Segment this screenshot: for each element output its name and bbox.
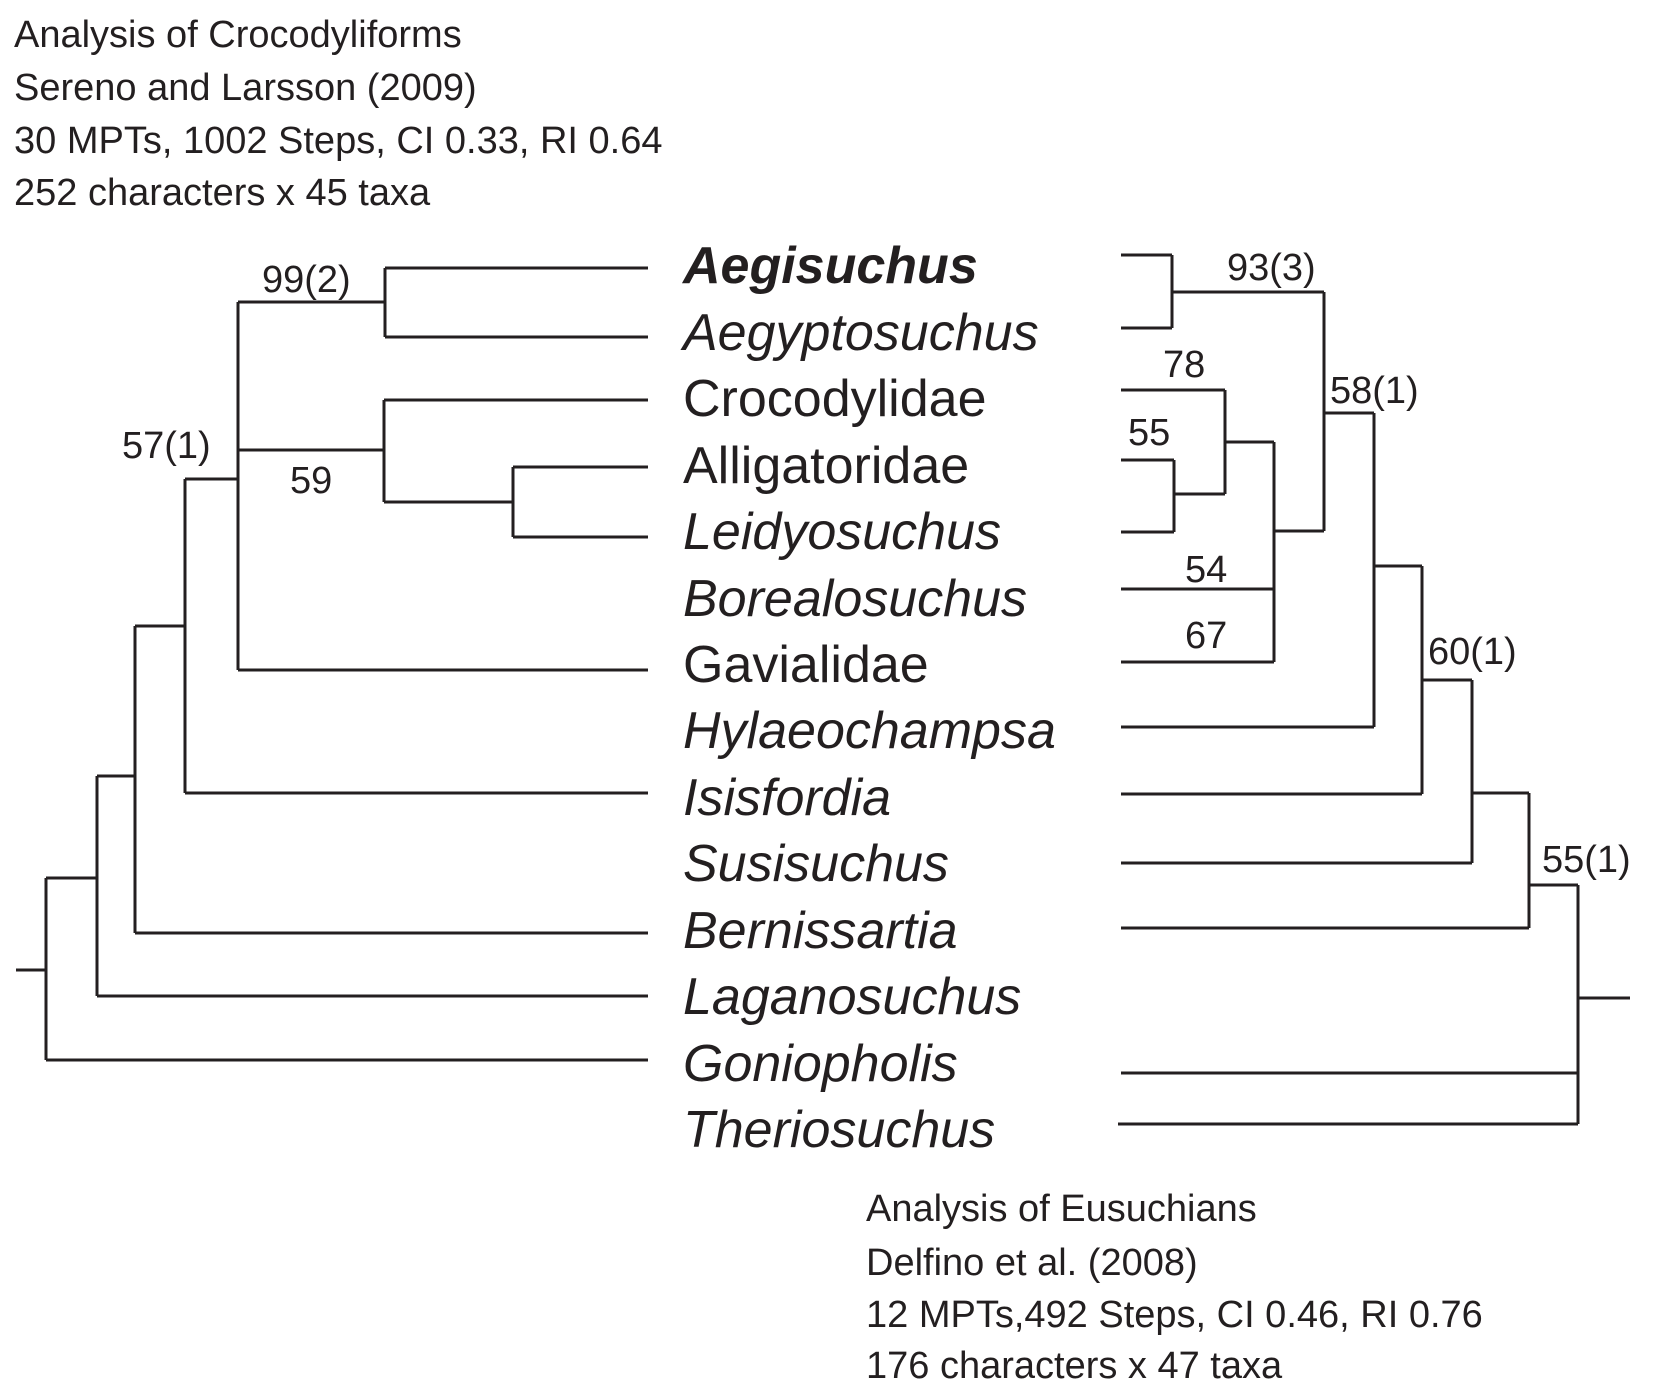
taxon-goniopholis: Goniopholis	[683, 1035, 958, 1093]
left-node-neosuchia-crown	[185, 302, 240, 670]
right-node-root	[1576, 885, 1630, 1124]
left-node-isisfordia	[135, 479, 187, 793]
right-analysis-stats: 12 MPTs,492 Steps, CI 0.46, RI 0.76	[866, 1294, 1483, 1336]
taxon-laganosuchus: Laganosuchus	[683, 968, 1021, 1026]
taxon-isisfordia: Isisfordia	[683, 769, 891, 827]
taxon-borealosuchus: Borealosuchus	[683, 570, 1027, 628]
right-node-susisuchus	[1470, 680, 1529, 863]
taxon-gavialidae: Gavialidae	[683, 636, 929, 694]
right-node-58	[1322, 292, 1374, 531]
right-node-alligatoridae-leidyosuchus	[1172, 460, 1225, 532]
right-support-aegisuchus-aegyptosuchus: 93(3)	[1227, 247, 1316, 289]
left-cladogram	[16, 266, 648, 1062]
right-analysis-matrix: 176 characters x 47 taxa	[866, 1345, 1283, 1387]
left-analysis-matrix: 252 characters x 45 taxa	[14, 172, 431, 214]
right-analysis-title: Analysis of Eusuchians	[866, 1188, 1257, 1230]
right-cladogram	[1118, 253, 1630, 1126]
right-node-aegisuchus-aegyptosuchus	[1170, 255, 1324, 328]
taxon-leidyosuchus: Leidyosuchus	[683, 503, 1001, 561]
right-node-hylaeochampsa	[1372, 413, 1422, 727]
right-node-crocodylidae-alligatoroidea	[1223, 390, 1274, 494]
left-analysis-title: Analysis of Crocodyliforms	[14, 14, 462, 56]
taxon-alligatoridae: Alligatoridae	[683, 437, 969, 495]
right-support-alligatoridae-leidyosuchus: 55	[1128, 412, 1170, 454]
left-node-alligatoridae-leidyosuchus	[384, 467, 515, 537]
right-analysis-source: Delfino et al. (2008)	[866, 1242, 1198, 1284]
taxon-theriosuchus: Theriosuchus	[683, 1101, 995, 1159]
taxon-hylaeochampsa: Hylaeochampsa	[683, 702, 1056, 760]
left-node-aegisuchus-aegyptosuchus	[238, 268, 387, 337]
right-support-node-55-1: 55(1)	[1542, 839, 1631, 881]
left-support-crocodylia-core: 59	[290, 460, 332, 502]
right-support-node-58: 58(1)	[1330, 370, 1419, 412]
left-node-crocodylia-core	[238, 400, 386, 502]
right-support-crocodylidae: 78	[1163, 344, 1205, 386]
taxon-aegyptosuchus: Aegyptosuchus	[680, 304, 1039, 362]
right-support-borealosuchus: 54	[1185, 549, 1227, 591]
right-support-gavialidae: 67	[1185, 615, 1227, 657]
taxon-susisuchus: Susisuchus	[683, 835, 949, 893]
right-support-node-60: 60(1)	[1428, 631, 1517, 673]
left-analysis-source: Sereno and Larsson (2009)	[14, 67, 477, 109]
left-support-aegisuchus-aegyptosuchus: 99(2)	[262, 259, 351, 301]
taxon-crocodylidae: Crocodylidae	[683, 370, 987, 428]
taxon-bernissartia: Bernissartia	[683, 902, 958, 960]
left-support-neosuchia-crown: 57(1)	[122, 425, 211, 467]
left-node-laganosuchus	[46, 776, 99, 996]
taxon-aegisuchus: Aegisuchus	[681, 237, 978, 295]
left-node-root	[16, 878, 48, 1060]
right-node-crocodylia	[1272, 442, 1324, 662]
right-node-55-1	[1527, 793, 1578, 928]
right-node-60	[1420, 566, 1472, 794]
left-node-bernissartia	[97, 626, 137, 933]
left-analysis-stats: 30 MPTs, 1002 Steps, CI 0.33, RI 0.64	[14, 120, 662, 162]
